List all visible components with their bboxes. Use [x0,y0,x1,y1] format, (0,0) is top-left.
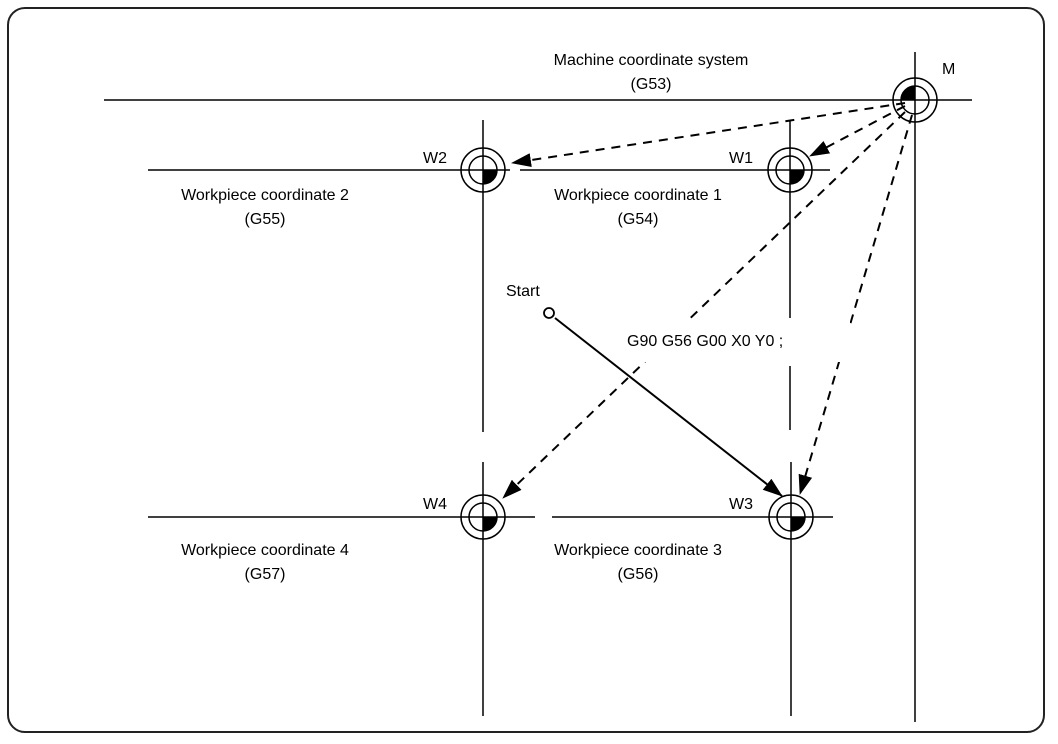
machine-origin-symbol [892,77,938,123]
axis-lines [104,52,972,722]
diagram-frame [7,7,1045,733]
move-arrow [554,317,783,497]
w3-marker-label: W3 [729,496,753,513]
w1-origin-symbol [767,147,813,193]
w3-name-label: Workpiece coordinate 3 [554,542,722,559]
w1-name-label: Workpiece coordinate 1 [554,187,722,204]
w2-name-label: Workpiece coordinate 2 [181,187,349,204]
start-point [543,307,555,319]
w4-origin-symbol [460,494,506,540]
offset-arrow-w1 [809,105,906,157]
command-text-backdrop [615,320,850,362]
offset-arrow-w4 [502,111,906,499]
offset-arrow-w2 [511,102,906,168]
w2-origin-symbol [460,147,506,193]
machine-label-line2: (G53) [631,76,672,93]
offset-arrows [502,102,913,499]
w4-name-label: Workpiece coordinate 4 [181,542,349,559]
w4-code-label: (G57) [245,566,286,583]
machine-marker-label: M [942,61,955,78]
w4-marker-label: W4 [423,496,447,513]
machine-label-line1: Machine coordinate system [554,52,749,69]
w1-marker-label: W1 [729,150,753,167]
w2-marker-label: W2 [423,150,447,167]
w3-origin-symbol [768,494,814,540]
start-label: Start [506,283,540,300]
command-text: G90 G56 G00 X0 Y0 ; [627,333,783,350]
w3-code-label: (G56) [618,566,659,583]
offset-arrow-w3 [798,114,913,495]
w1-code-label: (G54) [618,211,659,228]
w2-code-label: (G55) [245,211,286,228]
